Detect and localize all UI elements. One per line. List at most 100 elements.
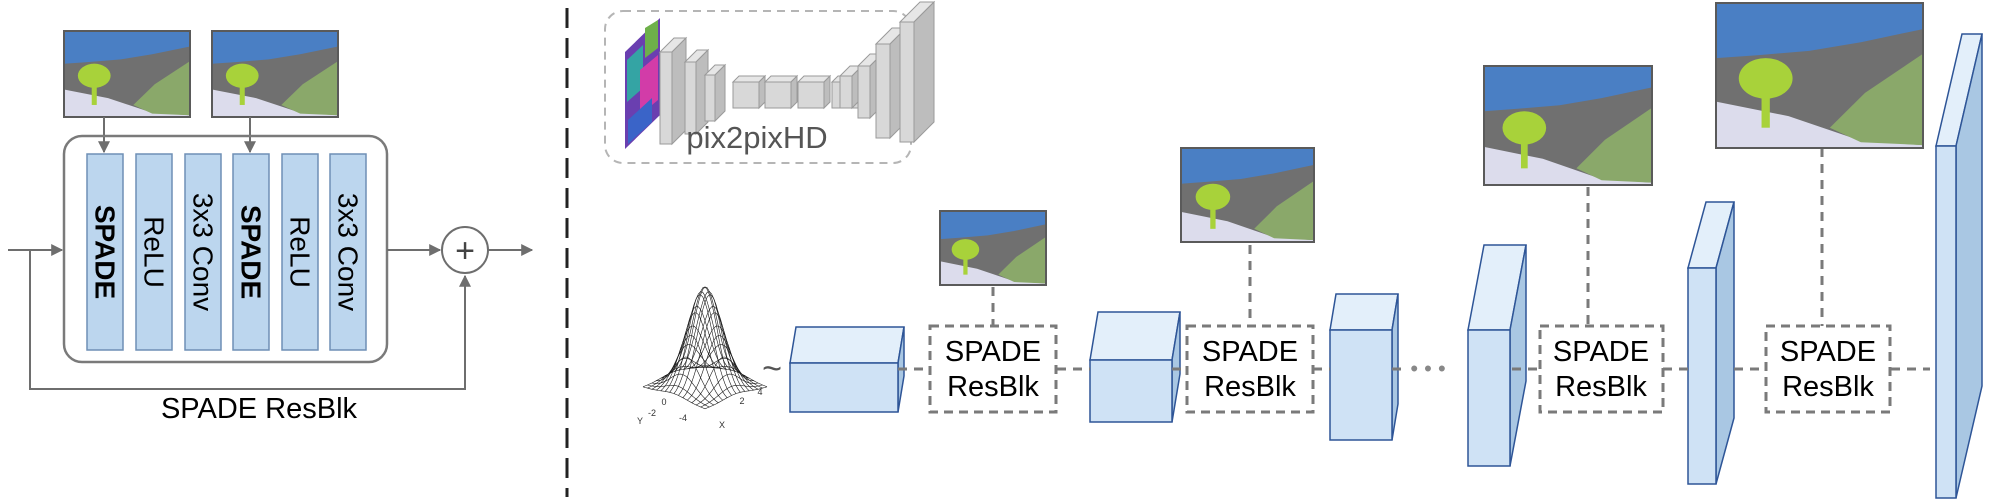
spade-resblk-line1: SPADE xyxy=(1202,336,1298,368)
layer-relu-2-label: ReLU xyxy=(285,216,316,288)
spade-resblk-line2: ResBlk xyxy=(1204,371,1296,403)
mask-thumbnail-6 xyxy=(1715,2,1924,149)
cuboid-side xyxy=(714,63,726,123)
mask-tree-crown xyxy=(1195,183,1231,211)
mesh-line xyxy=(695,373,759,406)
cuboid-front xyxy=(684,61,697,135)
cuboid-front xyxy=(659,51,673,145)
layer-spade-1 xyxy=(86,153,124,351)
layer-relu-2 xyxy=(281,153,319,351)
mask-grass xyxy=(1829,53,1923,146)
pix2pixhd-input-image-patch xyxy=(628,98,652,144)
spade-resblk-line2: ResBlk xyxy=(1782,371,1874,403)
cuboid-top xyxy=(1329,293,1399,331)
noise-tick: -2 xyxy=(648,408,656,418)
cuboid-side xyxy=(823,74,831,110)
mask-tree-trunk xyxy=(1520,132,1528,169)
feature-map-2 xyxy=(1089,311,1181,423)
mask-sky xyxy=(1181,148,1314,184)
mask-tree-trunk xyxy=(1210,200,1216,229)
spade-resblk-2: SPADE ResBlk xyxy=(1185,324,1315,414)
add-symbol: + xyxy=(455,232,475,270)
spade-resblk-box xyxy=(1185,324,1315,414)
mesh-line xyxy=(664,312,728,398)
noise-tick: 4 xyxy=(757,387,762,397)
cuboid-front xyxy=(764,81,792,109)
cuboid-front xyxy=(704,74,716,122)
layer-relu-1-label: ReLU xyxy=(139,216,170,288)
layer-conv-2-label: 3x3 Conv xyxy=(333,193,364,311)
noise-tick: -4 xyxy=(679,413,687,423)
mask-sky xyxy=(64,31,190,64)
mesh-line xyxy=(660,335,723,401)
mask-border xyxy=(63,30,191,118)
mask-grass xyxy=(1254,180,1314,241)
mask-thumbnail-5 xyxy=(1483,65,1653,186)
spade-resblk-box xyxy=(1538,324,1665,414)
cuboid-side xyxy=(671,36,687,146)
pix2pixhd-input-image-patch xyxy=(645,20,658,58)
mask-sky xyxy=(940,211,1046,240)
pix2pixhd-layer-slab xyxy=(898,0,936,144)
mesh-line xyxy=(673,286,737,394)
spade-resblk-1: SPADE ResBlk xyxy=(928,324,1058,414)
mask-border xyxy=(1180,147,1315,243)
mask-border xyxy=(1483,65,1653,186)
spade-resblk-4: SPADE ResBlk xyxy=(1764,324,1892,414)
mask-border xyxy=(939,210,1047,286)
noise-tick: Y xyxy=(637,416,643,426)
spade-resblk-line2: ResBlk xyxy=(947,371,1039,403)
mask-sky xyxy=(212,31,338,64)
mask-tree-trunk xyxy=(1761,84,1770,128)
cuboid-front xyxy=(1329,329,1393,441)
layer-spade-2 xyxy=(232,153,270,351)
spade-resblk-3: SPADE ResBlk xyxy=(1538,324,1665,414)
mask-tree-trunk xyxy=(91,79,97,105)
spade-resblk-line1: SPADE xyxy=(1553,336,1649,368)
pix2pixhd-layers xyxy=(658,0,936,146)
cuboid-front xyxy=(732,81,760,109)
mask-thumbnail-1 xyxy=(63,30,191,118)
feature-map-cuboids xyxy=(789,33,1983,499)
layer-conv-1-label: 3x3 Conv xyxy=(188,193,219,311)
cuboid-side xyxy=(758,74,766,110)
pix2pixhd-label: pix2pixHD xyxy=(686,120,827,155)
feature-map-6 xyxy=(1935,33,1983,499)
generator-flow-lines xyxy=(898,148,1930,371)
pix2pixhd-layer-slab xyxy=(874,26,908,140)
mask-tree-crown xyxy=(225,63,259,88)
mesh-line xyxy=(647,384,710,408)
pix2pixhd-inset: pix2pixHD xyxy=(604,0,936,164)
mask-tree-crown xyxy=(951,239,980,260)
layer-conv-2 xyxy=(329,153,367,351)
mesh-line xyxy=(651,373,715,406)
mesh-line xyxy=(704,386,768,410)
cuboid-front xyxy=(1089,359,1173,423)
noise-tick: 0 xyxy=(661,397,666,407)
pix2pixhd-layer-slab xyxy=(763,74,799,110)
noise-tick: X xyxy=(719,420,725,430)
resblk-detail-panel: SPADE ReLU 3x3 Conv SPADE ReLU 3x3 Conv … xyxy=(8,30,534,425)
ellipsis-dots: • • • xyxy=(1410,356,1445,381)
cuboid-side xyxy=(790,74,798,110)
mask-border xyxy=(211,30,339,118)
mask-tree-trunk xyxy=(963,252,968,275)
mesh-line xyxy=(642,386,706,410)
pix2pixhd-layer-slab xyxy=(731,74,767,110)
cuboid-side xyxy=(913,0,935,144)
mask-tree-crown xyxy=(1738,58,1793,99)
mesh-line xyxy=(669,294,732,396)
mesh-line xyxy=(656,344,719,391)
feature-map-4 xyxy=(1467,244,1527,467)
cuboid-front xyxy=(1935,145,1957,499)
spade-resblk-box xyxy=(928,324,1058,414)
cuboid-front xyxy=(899,21,915,143)
cuboid-front xyxy=(789,362,899,413)
pix2pixhd-layer-slab xyxy=(658,36,688,146)
spade-resblk-line1: SPADE xyxy=(945,336,1041,368)
cuboid-top xyxy=(1089,311,1181,361)
gaussian-mesh-surface xyxy=(642,286,768,410)
feature-map-3 xyxy=(1329,293,1399,441)
mask-sky xyxy=(1484,66,1652,112)
